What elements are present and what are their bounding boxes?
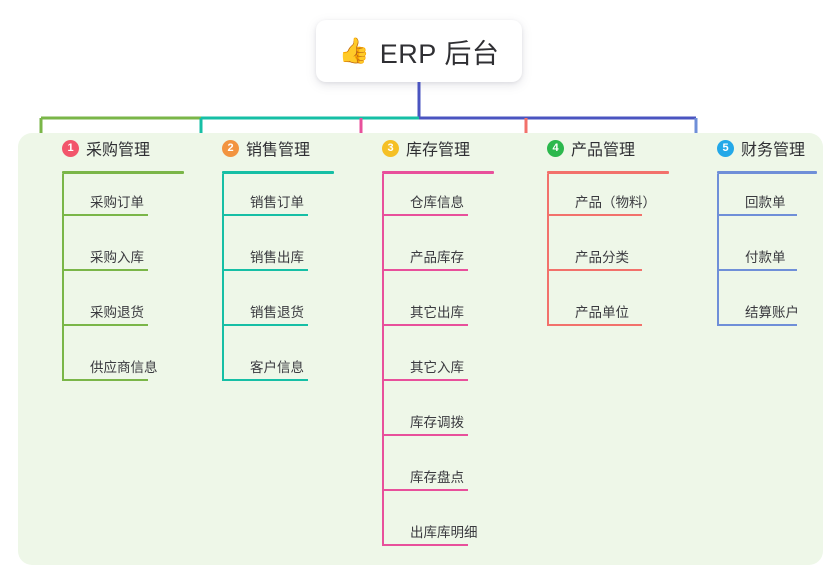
module-header[interactable]: 4 产品管理 [525,133,635,163]
module-item-underline [382,324,468,326]
module-item[interactable]: 库存调拨 [382,394,468,449]
module-item-label: 供应商信息 [90,360,158,375]
module-item[interactable]: 其它出库 [382,284,468,339]
module-item-underline [547,324,642,326]
module-item-underline [62,214,148,216]
module-spine [717,174,719,324]
module-title: 产品管理 [571,142,636,159]
module-item-label: 结算账户 [745,305,799,320]
module-item-label: 其它出库 [410,305,464,320]
module-number-badge: 1 [62,139,79,157]
module-item[interactable]: 出库库明细 [382,504,478,559]
module-item[interactable]: 客户信息 [222,339,308,394]
module-column: 5 财务管理回款单付款单结算账户 [695,133,817,326]
module-item-label: 产品（物料） [575,195,656,210]
module-item-underline [382,379,468,381]
module-item-label: 付款单 [745,250,786,265]
module-item-label: 库存调拨 [410,415,464,430]
module-item[interactable]: 销售订单 [222,174,308,229]
module-spine [62,174,64,379]
module-item[interactable]: 产品单位 [547,284,642,339]
module-item[interactable]: 销售退货 [222,284,308,339]
module-column: 3 库存管理仓库信息产品库存其它出库其它入库库存调拨库存盘点出库库明细 [360,133,494,546]
module-item-label: 仓库信息 [410,195,464,210]
module-column: 1 采购管理采购订单采购入库采购退货供应商信息 [40,133,184,381]
module-item-label: 销售订单 [250,195,304,210]
module-item-underline [222,379,308,381]
module-item[interactable]: 产品（物料） [547,174,656,229]
module-number-badge: 2 [222,139,239,157]
module-header[interactable]: 5 财务管理 [695,133,805,163]
module-item-underline [222,269,308,271]
module-item-label: 产品分类 [575,250,629,265]
module-item-label: 采购退货 [90,305,144,320]
module-title: 财务管理 [741,142,806,159]
module-header[interactable]: 1 采购管理 [40,133,150,163]
module-item[interactable]: 仓库信息 [382,174,468,229]
module-item[interactable]: 其它入库 [382,339,468,394]
module-item-underline [547,214,642,216]
module-title: 库存管理 [406,142,471,159]
module-item-underline [62,269,148,271]
module-item[interactable]: 销售出库 [222,229,308,284]
module-item-underline [62,379,148,381]
module-item[interactable]: 产品分类 [547,229,642,284]
module-item[interactable]: 供应商信息 [62,339,158,394]
module-item-underline [222,324,308,326]
module-item-underline [382,434,468,436]
module-column: 2 销售管理销售订单销售出库销售退货客户信息 [200,133,334,381]
module-item-label: 出库库明细 [410,525,478,540]
module-item-underline [222,214,308,216]
module-item-underline [382,489,468,491]
module-item-underline [382,544,468,546]
module-number-badge: 5 [717,139,734,157]
module-item-label: 库存盘点 [410,470,464,485]
module-item-underline [62,324,148,326]
module-item-label: 采购入库 [90,250,144,265]
module-header-underline [62,171,184,174]
module-item[interactable]: 回款单 [717,174,797,229]
module-item-underline [717,269,797,271]
module-title: 采购管理 [86,142,151,159]
module-spine [382,174,384,544]
module-item-underline [717,214,797,216]
module-spine [222,174,224,379]
module-item[interactable]: 采购入库 [62,229,148,284]
module-item-underline [717,324,797,326]
module-number-badge: 4 [547,139,564,157]
module-item-underline [547,269,642,271]
modules-panel: 1 采购管理采购订单采购入库采购退货供应商信息 2 销售管理销售订单销售出库销售退货客… [18,133,823,565]
module-item-underline [382,214,468,216]
module-item-label: 销售出库 [250,250,304,265]
module-number-badge: 3 [382,139,399,157]
thumbs-up-icon: 👍 [338,36,370,65]
root-node-title: ERP 后台 [379,38,500,69]
module-item[interactable]: 采购订单 [62,174,148,229]
module-item[interactable]: 产品库存 [382,229,468,284]
module-header[interactable]: 3 库存管理 [360,133,470,163]
module-item-label: 产品单位 [575,305,629,320]
module-item[interactable]: 库存盘点 [382,449,468,504]
module-item-label: 客户信息 [250,360,304,375]
module-item-label: 销售退货 [250,305,304,320]
module-item-label: 产品库存 [410,250,464,265]
module-item-label: 采购订单 [90,195,144,210]
module-title: 销售管理 [246,142,311,159]
module-column: 4 产品管理产品（物料） 产品分类产品单位 [525,133,669,326]
root-node-card[interactable]: 👍 ERP 后台 [316,20,522,82]
module-header[interactable]: 2 销售管理 [200,133,310,163]
module-item[interactable]: 付款单 [717,229,797,284]
module-item-underline [382,269,468,271]
module-item-label: 回款单 [745,195,786,210]
module-header-underline [717,171,817,174]
module-spine [547,174,549,324]
module-header-underline [547,171,669,174]
module-item[interactable]: 采购退货 [62,284,148,339]
module-header-underline [222,171,334,174]
module-item[interactable]: 结算账户 [717,284,799,339]
module-header-underline [382,171,494,174]
module-item-label: 其它入库 [410,360,464,375]
